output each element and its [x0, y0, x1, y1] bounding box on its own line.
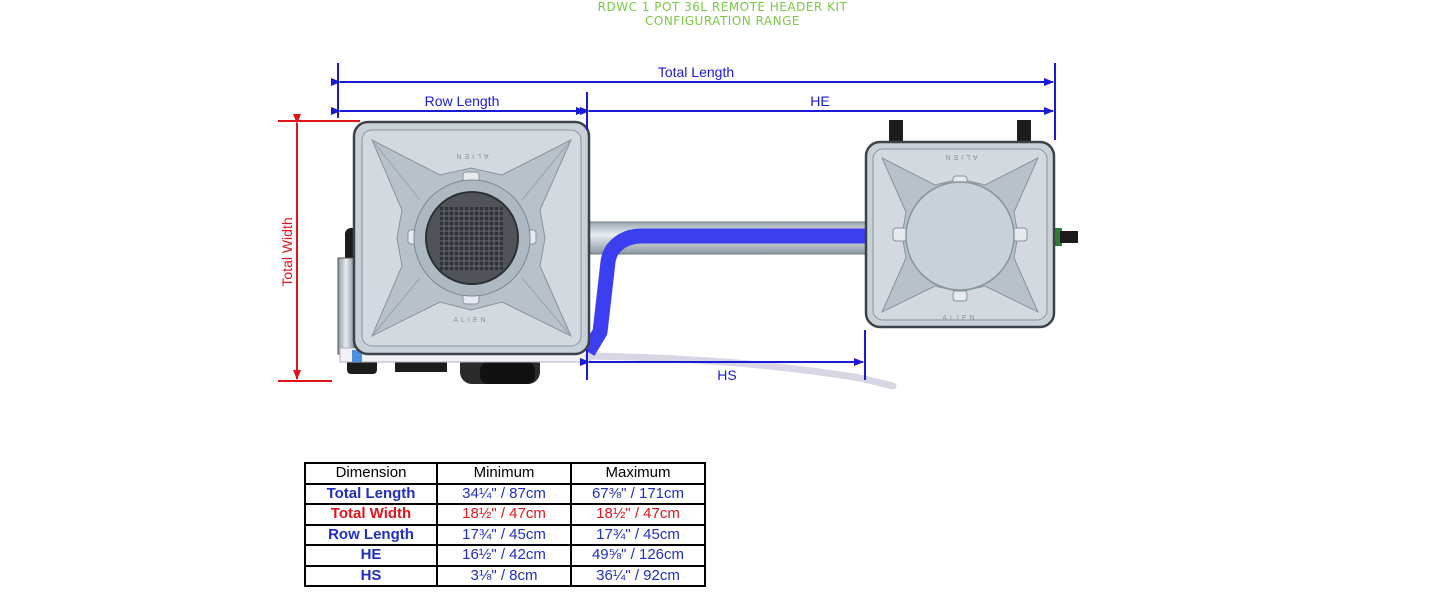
table-row: Row Length 17¾" / 45cm 17¾" / 45cm	[304, 523, 706, 546]
table-row: HE 16½" / 42cm 49⅝" / 126cm	[304, 544, 706, 567]
row-maximum: 36¼" / 92cm	[570, 564, 706, 587]
label-he: HE	[810, 93, 829, 109]
header-minimum: Minimum	[436, 462, 572, 485]
header-brand-bottom: ALIEN	[942, 315, 977, 322]
label-total-width: Total Width	[279, 217, 295, 286]
row-dimension: Total Width	[304, 503, 438, 526]
diagram-title: RDWC 1 POT 36L REMOTE HEADER KIT CONFIGU…	[0, 0, 1445, 28]
row-minimum: 34¼" / 87cm	[436, 482, 572, 505]
pot-brand-top: ALIEN	[453, 152, 488, 159]
title-line-2: CONFIGURATION RANGE	[645, 14, 800, 28]
row-maximum: 17¾" / 45cm	[570, 523, 706, 546]
row-minimum: 18½" / 47cm	[436, 503, 572, 526]
row-dimension: HS	[304, 564, 438, 587]
table-header-row: Dimension Minimum Maximum	[304, 462, 706, 485]
dim-hs: HS	[580, 330, 866, 383]
mesh-pot	[440, 207, 503, 270]
dim-total-width: Total Width	[278, 114, 360, 382]
header-tank: ALIEN ALIEN	[864, 120, 1078, 329]
table-row: Total Length 34¼" / 87cm 67⅜" / 171cm	[304, 482, 706, 505]
row-minimum: 17¾" / 45cm	[436, 523, 572, 546]
row-dimension: Row Length	[304, 523, 438, 546]
row-dimension: HE	[304, 544, 438, 567]
label-row-length: Row Length	[425, 93, 500, 109]
row-minimum: 3⅛" / 8cm	[436, 564, 572, 587]
label-total-length: Total Length	[658, 64, 734, 80]
row-maximum: 18½" / 47cm	[570, 503, 706, 526]
header-dimension: Dimension	[304, 462, 438, 485]
row-maximum: 67⅜" / 171cm	[570, 482, 706, 505]
row-maximum: 49⅝" / 126cm	[570, 544, 706, 567]
header-maximum: Maximum	[570, 462, 706, 485]
table-row: HS 3⅛" / 8cm 36¼" / 92cm	[304, 564, 706, 587]
bottom-fittings	[337, 228, 897, 390]
label-hs: HS	[717, 367, 736, 383]
row-dimension: Total Length	[304, 482, 438, 505]
pot-tank: ALIEN ALIEN	[352, 120, 591, 356]
dimensions-table: Dimension Minimum Maximum Total Length 3…	[304, 462, 706, 587]
header-brand-top: ALIEN	[942, 153, 977, 160]
title-line-1: RDWC 1 POT 36L REMOTE HEADER KIT	[597, 0, 848, 14]
row-minimum: 16½" / 42cm	[436, 544, 572, 567]
pot-brand-bottom: ALIEN	[453, 317, 488, 324]
connecting-pipe	[581, 221, 871, 356]
dim-he: HE	[580, 93, 1054, 115]
table-row: Total Width 18½" / 47cm 18½" / 47cm	[304, 503, 706, 526]
